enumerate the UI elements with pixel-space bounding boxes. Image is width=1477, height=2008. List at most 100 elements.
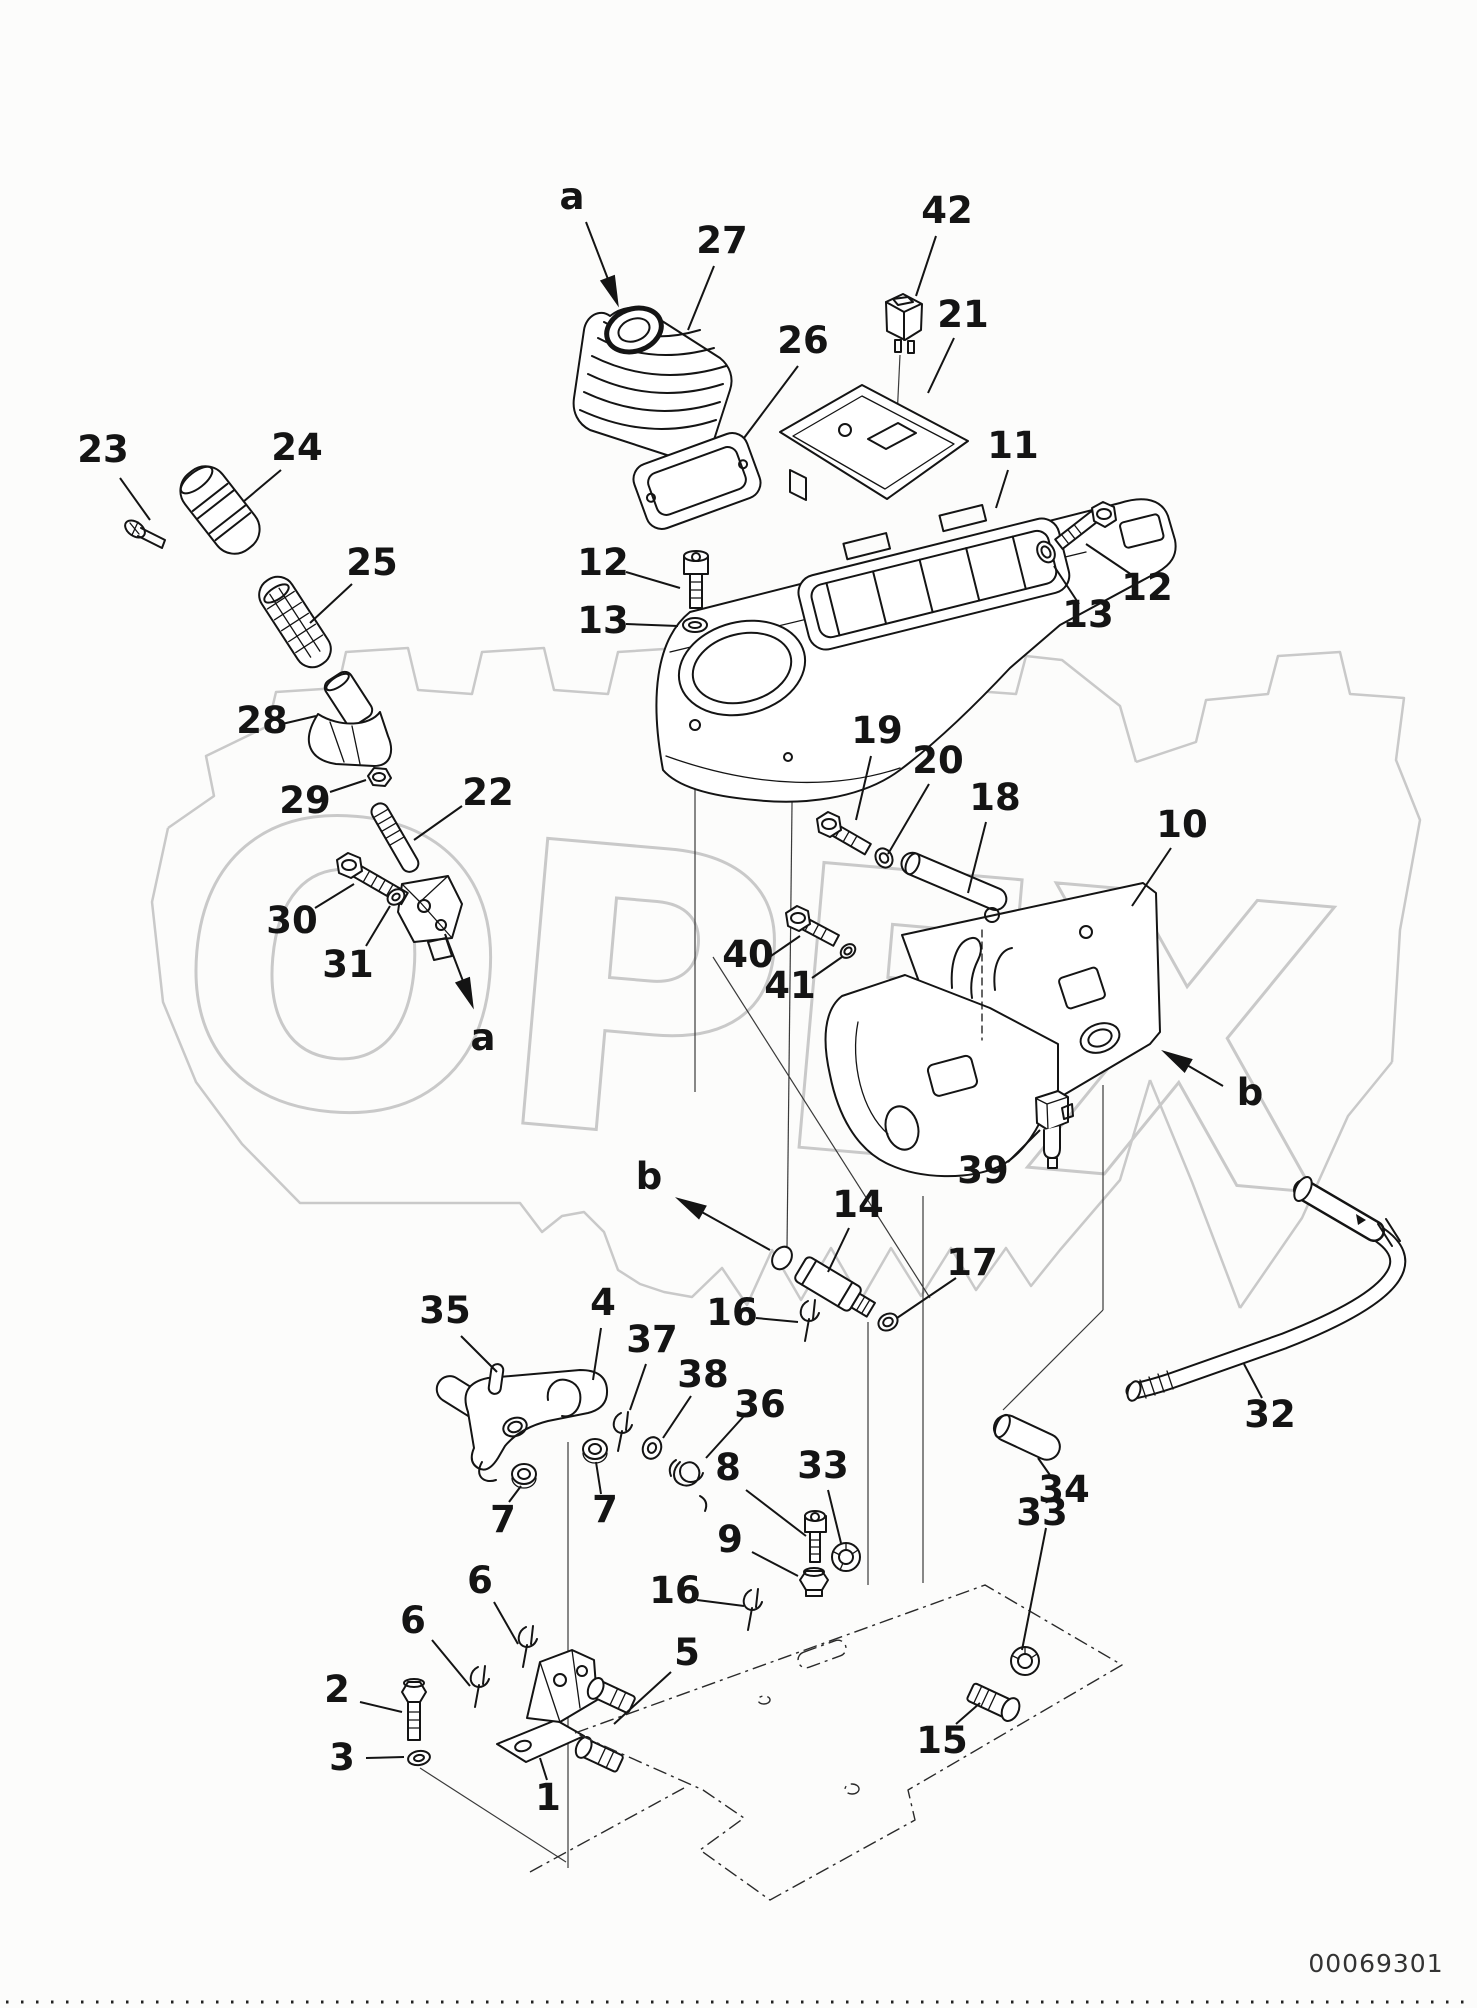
callout-label-30: 30	[266, 899, 318, 942]
callout-leader-28	[281, 715, 317, 725]
part-rod-18	[900, 851, 1008, 911]
part-bolt-40	[785, 905, 840, 947]
callout-3: 3	[329, 1736, 405, 1779]
callout-label-32: 32	[1244, 1393, 1296, 1436]
callout-leader-10	[1131, 847, 1172, 907]
part-bolt-5-lower	[574, 1735, 624, 1773]
callout-36: 36	[705, 1383, 786, 1459]
callout-28: 28	[236, 699, 317, 742]
callout-label-2: 2	[324, 1668, 350, 1711]
callout-label-25: 25	[346, 541, 398, 584]
part-cover-21	[779, 384, 969, 501]
part-washer-31	[386, 888, 406, 906]
callout-a-lower: a	[444, 933, 495, 1059]
callout-label-13-right: 13	[1062, 593, 1114, 636]
part-grip-25	[258, 575, 332, 669]
callout-27: 27	[687, 219, 748, 331]
callout-10: 10	[1131, 803, 1208, 907]
part-solenoid-39	[1035, 1090, 1074, 1169]
callout-16-upper: 16	[706, 1291, 799, 1334]
callout-label-6-right: 6	[467, 1559, 493, 1602]
callout-leader-8	[745, 1489, 807, 1537]
callout-label-22: 22	[462, 771, 514, 814]
callout-13-right: 13	[1053, 565, 1114, 636]
callout-24: 24	[242, 426, 323, 503]
callout-label-23: 23	[77, 428, 129, 471]
part-spring-36	[668, 1459, 708, 1512]
callout-b-right: b	[1161, 1049, 1263, 1114]
callout-leader-35	[460, 1335, 498, 1373]
callout-label-6-left: 6	[400, 1599, 426, 1642]
callout-5: 5	[613, 1631, 700, 1725]
callout-label-36: 36	[734, 1383, 786, 1426]
callout-label-34: 34	[1038, 1468, 1090, 1511]
callout-33-lower: 33	[1016, 1491, 1068, 1651]
callout-leader-3	[365, 1756, 405, 1759]
part-boot-frame-26	[632, 432, 762, 530]
part-cotter-pin-6-right	[517, 1625, 538, 1668]
part-washer-13-left	[682, 617, 708, 633]
part-switch-42	[885, 293, 923, 354]
callout-label-40: 40	[722, 933, 774, 976]
callout-leader-38	[662, 1395, 692, 1439]
callout-label-4: 4	[590, 1281, 616, 1324]
callout-leader-39	[1007, 1129, 1041, 1163]
part-hinge-bracket-1	[496, 1649, 598, 1763]
callout-label-12-right: 12	[1121, 566, 1173, 609]
callout-leader-42	[915, 235, 937, 297]
callout-label-15: 15	[916, 1719, 968, 1762]
part-knob-24	[179, 465, 261, 555]
callout-label-27: 27	[696, 219, 748, 262]
part-washer-17	[877, 1312, 899, 1332]
callout-label-b-left: b	[636, 1155, 663, 1198]
callout-38: 38	[662, 1353, 729, 1439]
callout-leader-30	[314, 883, 355, 909]
callout-22: 22	[413, 771, 514, 841]
parts-layer	[124, 293, 1407, 1773]
callout-4: 4	[590, 1281, 616, 1381]
part-bushing-7-left	[511, 1463, 537, 1489]
callout-35: 35	[419, 1289, 498, 1373]
callout-18: 18	[967, 776, 1021, 894]
part-bolt-12-left	[683, 550, 709, 609]
callout-leader-15	[955, 1702, 981, 1725]
callout-leader-19	[855, 755, 872, 821]
callout-19: 19	[851, 709, 903, 821]
callout-leader-11	[995, 469, 1009, 509]
callout-11: 11	[987, 424, 1039, 509]
callout-label-13-left: 13	[577, 599, 629, 642]
callout-label-7-right: 7	[592, 1488, 618, 1531]
callout-leader-6-right	[493, 1601, 519, 1645]
callout-leader-13-left	[625, 623, 679, 627]
callout-leader-34	[1037, 1457, 1053, 1479]
callout-leader-14	[827, 1227, 850, 1273]
callout-42: 42	[915, 189, 973, 297]
part-bolt-2	[401, 1678, 427, 1741]
callout-label-19: 19	[851, 709, 903, 752]
callout-label-a-upper: a	[560, 175, 585, 218]
callout-leader-41	[811, 956, 843, 979]
callout-17: 17	[896, 1241, 998, 1319]
callout-leader-7-right	[595, 1461, 602, 1495]
callout-arrowhead-b-right	[1161, 1049, 1193, 1073]
doc-number: 00069301	[1308, 1949, 1443, 1978]
callout-7-right: 7	[592, 1461, 618, 1531]
callout-label-3: 3	[329, 1736, 355, 1779]
part-grommet-33-lower	[1010, 1646, 1040, 1676]
callout-leader-21	[927, 337, 955, 394]
part-console-housing-11	[655, 498, 1177, 803]
callout-label-11: 11	[987, 424, 1039, 467]
part-pin-35	[487, 1363, 505, 1395]
callout-label-18: 18	[969, 776, 1021, 819]
callout-label-29: 29	[279, 779, 331, 822]
callout-39: 39	[957, 1129, 1041, 1192]
callout-leader-23	[119, 477, 151, 521]
callout-40: 40	[722, 933, 801, 976]
callout-12-left: 12	[577, 541, 681, 589]
callout-label-33-lower: 33	[1016, 1491, 1068, 1534]
callout-arrowhead-b-left	[675, 1197, 707, 1220]
callout-6-right: 6	[467, 1559, 519, 1645]
callout-9: 9	[717, 1518, 799, 1577]
